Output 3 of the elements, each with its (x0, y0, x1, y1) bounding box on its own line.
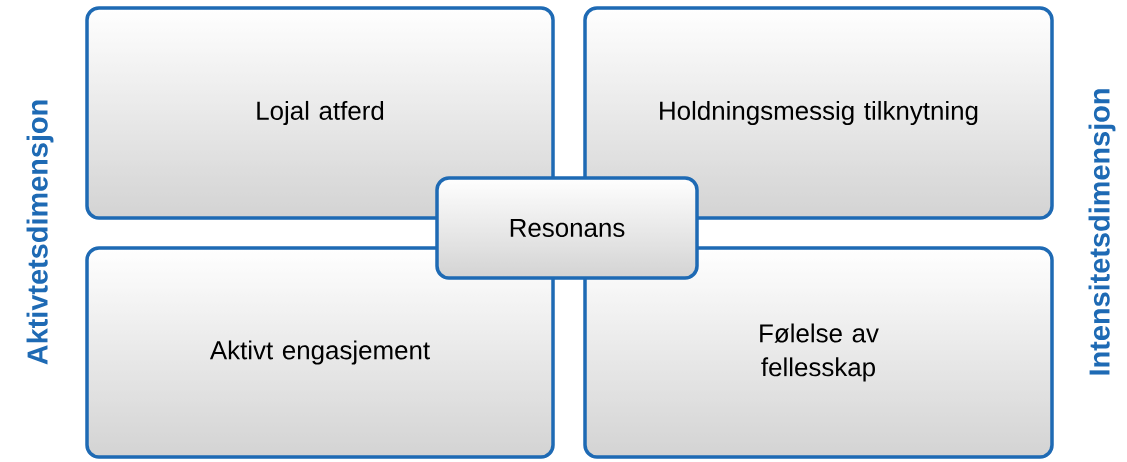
axis-label: Aktivtetsdimensjon (26, 100, 54, 365)
text-box: Resonans (435, 176, 699, 280)
axis-label: Intensitetsdimensjon (1088, 89, 1116, 375)
